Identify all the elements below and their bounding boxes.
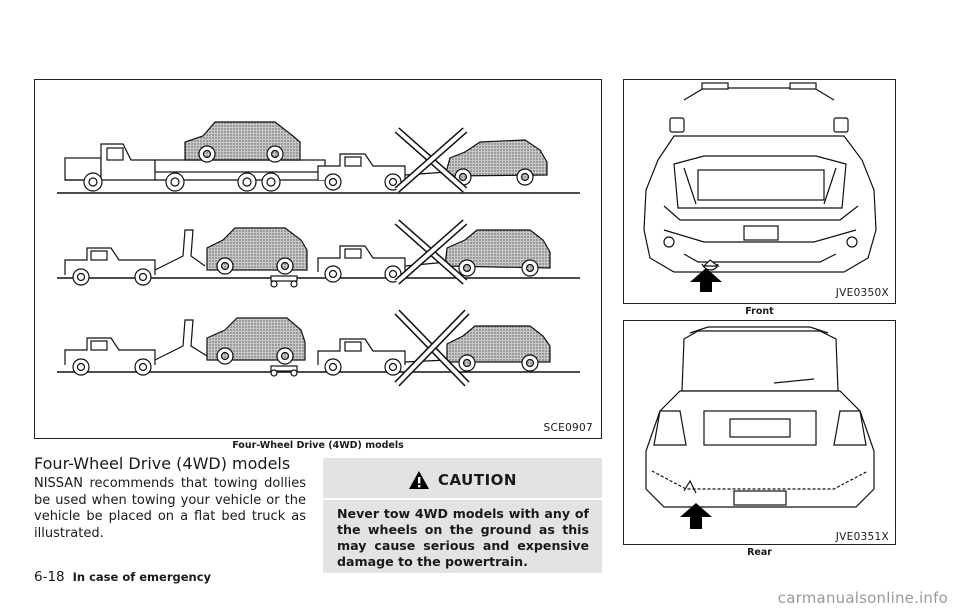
figure-caption-front: Front (745, 306, 774, 317)
figure-caption-4wd: Four-Wheel Drive (4WD) models (232, 440, 404, 451)
figure-code-sce0907: SCE0907 (543, 422, 593, 434)
caution-text: Never tow 4WD models with any of the whe… (337, 506, 589, 569)
towing-illustration-frame: SCE0907 (34, 79, 602, 439)
figure-caption-rear: Rear (747, 547, 772, 558)
figure-code-jve0350x: JVE0350X (835, 287, 889, 299)
rear-view-frame: JVE0351X (623, 320, 896, 545)
prohibited-tow-1 (317, 127, 548, 193)
front-tow-hook-arrow (690, 268, 722, 292)
vehicle-rear-illustration (645, 326, 875, 529)
section-body: NISSAN recommends that towing dollies be… (34, 476, 306, 541)
page-number: 6-18 (34, 569, 65, 585)
towing-methods-illustration (57, 121, 580, 387)
rear-tow-hook-arrow (680, 503, 712, 529)
caution-divider (323, 498, 602, 500)
suv-on-flatbed (184, 121, 301, 163)
caution-header: CAUTION (323, 466, 602, 494)
prohibited-tow-3 (317, 309, 551, 387)
prohibited-tow-2 (317, 219, 551, 285)
footer-section-title: In case of emergency (72, 570, 212, 584)
vehicle-front-illustration (643, 82, 877, 292)
wheel-lift-truck-with-dolly (64, 227, 308, 288)
front-view-frame: JVE0350X (623, 79, 896, 304)
watermark: carmanualsonline.info (777, 589, 948, 607)
warning-triangle-icon (409, 471, 430, 489)
section-heading: Four-Wheel Drive (4WD) models (34, 454, 291, 473)
page-footer: 6-18 In case of emergency (34, 569, 211, 585)
figure-code-jve0351x: JVE0351X (835, 531, 889, 543)
wheel-lift-truck-rear-dolly (64, 317, 306, 377)
caution-box: CAUTION Never tow 4WD models with any of… (323, 458, 602, 573)
caution-title: CAUTION (438, 471, 517, 489)
